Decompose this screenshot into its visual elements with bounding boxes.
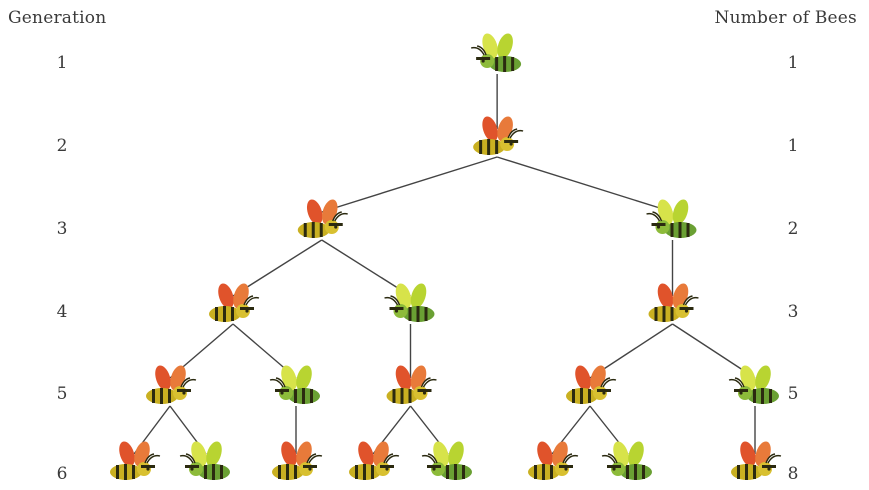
female-bee-icon: [383, 280, 436, 323]
female-bee-icon: [421, 438, 473, 481]
bee-count-1: 1: [787, 53, 799, 73]
tree-nodes: [109, 30, 782, 481]
male-bee-icon: [348, 438, 400, 481]
female-bee-icon: [601, 438, 653, 481]
male-bee-icon: [145, 362, 197, 405]
number-of-bees-header: Number of Bees: [714, 8, 857, 28]
generation-header: Generation: [8, 8, 107, 28]
male-bee-icon: [527, 438, 579, 481]
male-bee-icon: [271, 438, 323, 481]
bee-count-5: 5: [787, 384, 799, 404]
bee-count-2: 1: [787, 136, 799, 156]
bee-count-4: 3: [787, 302, 799, 322]
tree-edges: [133, 74, 756, 455]
male-bee-icon: [647, 280, 700, 323]
female-bee-icon: [470, 30, 522, 73]
female-bee-icon: [645, 196, 698, 239]
male-bee-icon: [472, 113, 524, 156]
tree-edge: [321, 239, 411, 297]
bee-count-6: 8: [787, 464, 799, 484]
female-bee-icon: [728, 362, 780, 405]
female-bee-icon: [179, 438, 231, 481]
generation-label-3: 3: [56, 219, 68, 239]
tree-edge: [321, 156, 498, 213]
female-bee-icon: [269, 362, 321, 405]
generation-label-6: 6: [56, 464, 68, 484]
male-bee-icon: [297, 196, 349, 239]
male-bee-icon: [565, 362, 617, 405]
bee-count-3: 2: [787, 219, 799, 239]
generation-label-2: 2: [56, 136, 68, 156]
male-bee-icon: [385, 362, 438, 405]
generation-label-5: 5: [56, 384, 68, 404]
tree-edge: [496, 156, 673, 213]
generation-label-4: 4: [56, 302, 68, 322]
male-bee-icon: [730, 438, 782, 481]
generation-label-1: 1: [56, 53, 68, 73]
male-bee-icon: [109, 438, 161, 481]
male-bee-icon: [208, 280, 260, 323]
